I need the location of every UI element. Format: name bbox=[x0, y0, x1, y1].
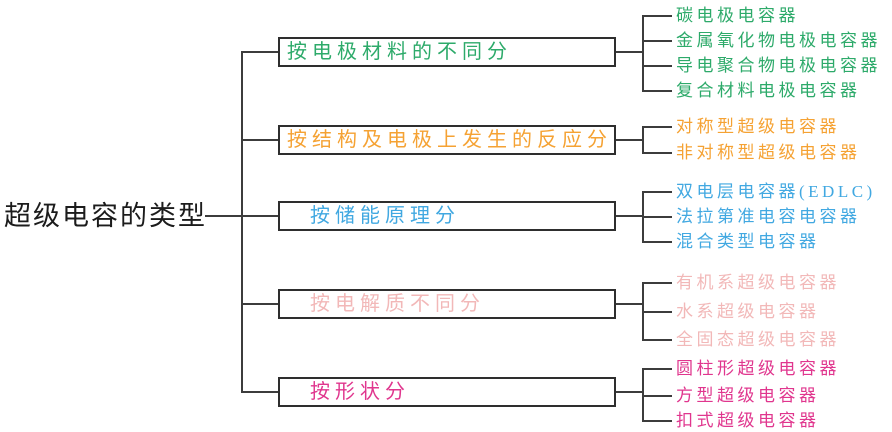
category-box-energy-storage: 按储能原理分 bbox=[278, 201, 616, 231]
leaf-label: 扣式超级电容器 bbox=[676, 411, 820, 430]
leaf-label: 法拉第准电容电容器 bbox=[676, 207, 861, 226]
leaf-label: 对称型超级电容器 bbox=[676, 117, 840, 136]
leaf-label: 金属氧化物电极电容器 bbox=[676, 31, 881, 50]
leaf-label: 有机系超级电容器 bbox=[676, 273, 840, 292]
leaf-label: 圆柱形超级电容器 bbox=[676, 359, 840, 378]
category-label: 按电极材料的不同分 bbox=[287, 41, 512, 63]
leaf-label: 非对称型超级电容器 bbox=[676, 143, 861, 162]
category-box-electrolyte: 按电解质不同分 bbox=[278, 289, 616, 319]
leaf-label: 全固态超级电容器 bbox=[676, 330, 840, 349]
leaf-label: 混合类型电容器 bbox=[676, 232, 820, 251]
category-label: 按形状分 bbox=[310, 381, 410, 403]
leaf-label: 双电层电容器(EDLC) bbox=[676, 182, 876, 201]
root-label: 超级电容的类型 bbox=[4, 201, 207, 231]
category-box-electrode-material: 按电极材料的不同分 bbox=[278, 37, 616, 67]
leaf-label: 复合材料电极电容器 bbox=[676, 81, 861, 100]
category-box-shape: 按形状分 bbox=[278, 377, 616, 407]
category-label: 按结构及电极上发生的反应分 bbox=[287, 129, 612, 151]
leaf-label: 水系超级电容器 bbox=[676, 302, 820, 321]
leaf-label: 碳电极电容器 bbox=[676, 6, 799, 25]
leaf-label: 导电聚合物电极电容器 bbox=[676, 56, 881, 75]
category-box-structure-reaction: 按结构及电极上发生的反应分 bbox=[278, 125, 616, 155]
leaf-label: 方型超级电容器 bbox=[676, 386, 820, 405]
category-label: 按储能原理分 bbox=[310, 205, 460, 227]
category-label: 按电解质不同分 bbox=[310, 293, 485, 315]
